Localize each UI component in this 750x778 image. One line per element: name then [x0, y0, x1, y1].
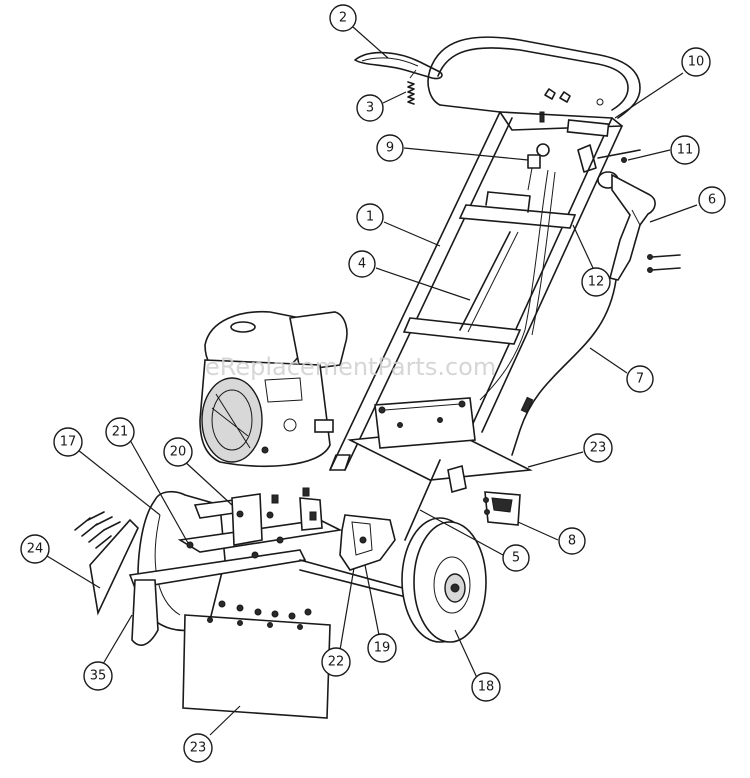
- belt-guard: [128, 487, 411, 632]
- callout-2: 2: [329, 4, 357, 32]
- callout-4: 4: [348, 250, 376, 278]
- callout-label: 7: [636, 372, 644, 387]
- lower-shield: [182, 600, 331, 719]
- callout-label: 2: [339, 11, 347, 26]
- callout-label: 9: [386, 141, 394, 156]
- callout-3: 3: [356, 94, 384, 122]
- callout-label: 11: [677, 143, 694, 158]
- callout-label: 21: [112, 425, 129, 440]
- callout-1: 1: [356, 203, 384, 231]
- callout-23-lower: 23: [183, 733, 213, 763]
- callout-12: 12: [581, 267, 611, 297]
- callout-label: 19: [374, 641, 391, 656]
- callout-label: 35: [90, 669, 107, 684]
- control-bail: [354, 51, 443, 80]
- depth-rod: [404, 459, 441, 541]
- throttle-knob: [527, 143, 550, 191]
- callout-5: 5: [502, 544, 530, 572]
- axle-bracket: [339, 514, 396, 571]
- callout-label: 17: [60, 435, 77, 450]
- mount-bracket: [483, 491, 521, 526]
- callout-label: 23: [590, 441, 607, 456]
- shield-hardware: [218, 600, 312, 620]
- callout-label: 12: [588, 275, 605, 290]
- callout-label: 4: [358, 257, 366, 272]
- callout-6: 6: [698, 186, 726, 214]
- callout-21: 21: [105, 417, 135, 447]
- callout-18: 18: [471, 672, 501, 702]
- callout-19: 19: [367, 633, 397, 663]
- callout-label: 20: [170, 445, 187, 460]
- leader-lines: [46, 26, 698, 736]
- callout-label: 24: [27, 542, 44, 557]
- watermark-text: eReplacementParts.com: [205, 353, 496, 381]
- throttle-cable: [479, 169, 617, 456]
- callout-24: 24: [20, 534, 50, 564]
- callout-label: 3: [366, 101, 374, 116]
- callout-35: 35: [83, 661, 113, 691]
- callout-label: 5: [512, 551, 520, 566]
- callout-label: 18: [478, 680, 495, 695]
- callout-label: 1: [366, 210, 374, 225]
- lower-guard: [131, 579, 159, 646]
- callout-17: 17: [53, 427, 83, 457]
- callout-10: 10: [681, 47, 711, 77]
- callout-8: 8: [558, 527, 586, 555]
- cutter-teeth: [74, 511, 139, 616]
- callout-label: 23: [190, 741, 207, 756]
- wheel: [401, 517, 487, 643]
- main-frame: [329, 111, 623, 471]
- control-lever: [577, 144, 641, 173]
- callout-22: 22: [321, 647, 351, 677]
- throttle-handle: [597, 171, 681, 281]
- top-hardware: [539, 88, 604, 123]
- callout-label: 22: [328, 655, 345, 670]
- callout-23-upper: 23: [583, 433, 613, 463]
- engine: [199, 310, 348, 468]
- callout-label: 8: [568, 534, 576, 549]
- callout-7: 7: [626, 365, 654, 393]
- upper-deflector: [347, 397, 533, 494]
- callout-9: 9: [376, 134, 404, 162]
- callout-11: 11: [670, 135, 700, 165]
- spring: [407, 69, 417, 105]
- callout-label: 6: [708, 193, 716, 208]
- handle-bar: [427, 36, 641, 119]
- callout-20: 20: [163, 437, 193, 467]
- callout-label: 10: [688, 55, 705, 70]
